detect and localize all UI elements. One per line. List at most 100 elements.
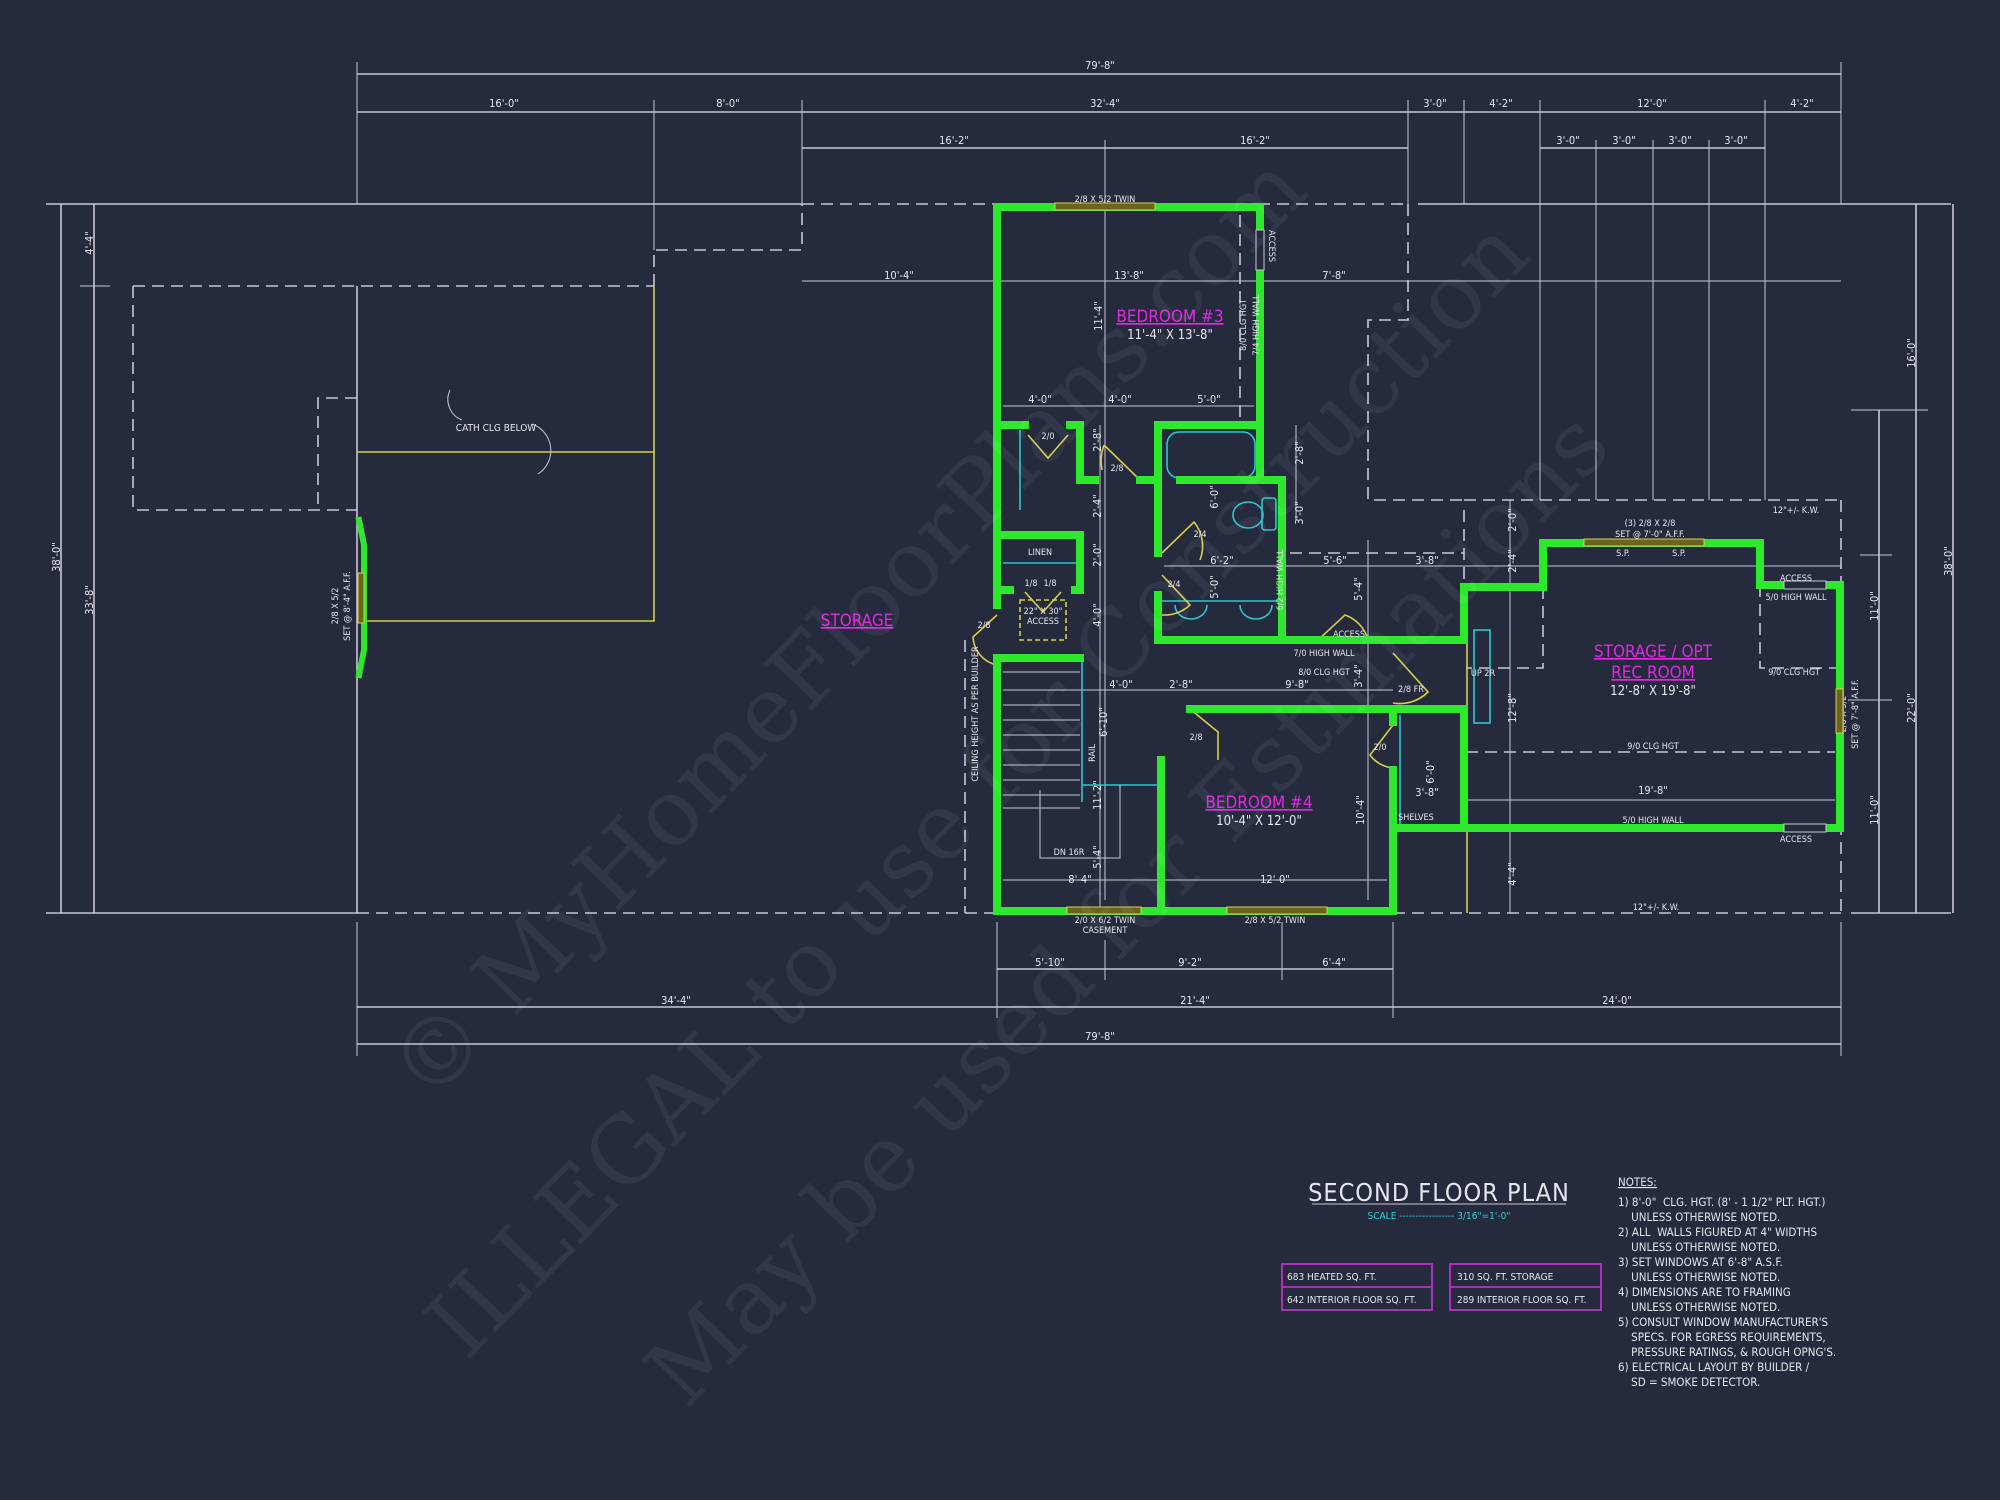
fixtures xyxy=(964,430,1491,913)
dim-label: 38'-0" xyxy=(50,542,63,572)
dim-label: 6'-10" xyxy=(1097,707,1110,737)
bedroom4-size: 10'-4" X 12'-0" xyxy=(1216,814,1302,829)
ceiling-label: 8/0 CLG HGT xyxy=(1239,299,1249,351)
notes-heading: NOTES: xyxy=(1618,1175,1657,1189)
wall-height-label: 5/0 HIGH WALL xyxy=(1622,816,1684,826)
access-label: ACCESS xyxy=(1780,574,1812,584)
dim-label: 9'-8" xyxy=(1285,678,1308,691)
attic-access-label: ACCESS xyxy=(1027,617,1059,627)
access-label: ACCESS xyxy=(1780,835,1812,845)
interior-dimension-labels: 10'-4" 13'-8" 7'-8" 11'-4" 4'-0" 4'-0" 5… xyxy=(884,269,1668,886)
shelves-label: SHELVES xyxy=(1398,813,1434,823)
window-label: 2/8 X 5/2 TWIN xyxy=(1075,195,1136,205)
door-label: 2/8 xyxy=(977,621,990,631)
door-label: 2/0 xyxy=(1041,432,1054,442)
note-line: 3) SET WINDOWS AT 6'-8" A.S.F. xyxy=(1618,1255,1783,1269)
walls xyxy=(993,202,1844,915)
dim-label: 12'-0" xyxy=(1260,873,1290,886)
sp-label: S.P. xyxy=(1616,549,1630,559)
dim-label: 34'-4" xyxy=(661,994,691,1007)
storage-label: STORAGE xyxy=(821,611,894,631)
door-label: 1/8 xyxy=(1024,579,1037,589)
window-label: CASEMENT xyxy=(1083,926,1128,936)
rec-room-size: 12'-8" X 19'-8" xyxy=(1610,684,1696,699)
dim-label: 32'-4" xyxy=(1090,97,1120,110)
ceiling-label: 8/0 CLG HGT xyxy=(1298,668,1350,678)
cath-clg-label: CATH CLG BELOW xyxy=(456,423,536,434)
dim-label: 2'-8" xyxy=(1091,428,1104,451)
dim-label: 5'-0" xyxy=(1208,575,1221,598)
dim-label: 6'-2" xyxy=(1210,554,1233,567)
dim-label: 2'-8" xyxy=(1293,441,1306,464)
note-line: 1) 8'-0" CLG. HGT. (8' - 1 1/2" PLT. HGT… xyxy=(1618,1195,1825,1209)
dim-label: 6'-0" xyxy=(1208,485,1221,508)
dim-label: 3'-4" xyxy=(1352,664,1365,687)
note-line: PRESSURE RATINGS, & ROUGH OPNG'S. xyxy=(1618,1345,1836,1359)
window-label: 2/8 X 5/2 xyxy=(331,588,341,625)
dim-label: 38'-0" xyxy=(1942,546,1955,576)
note-line: 4) DIMENSIONS ARE TO FRAMING xyxy=(1618,1285,1791,1299)
dim-label: 16'-0" xyxy=(1905,338,1918,368)
dim-label: 19'-8" xyxy=(1638,784,1668,797)
dim-label: 11'-4" xyxy=(1092,301,1105,331)
dim-label: 33'-8" xyxy=(83,585,96,615)
dim-label: 4'-0" xyxy=(1109,678,1132,691)
dim-label: 3'-0" xyxy=(1423,97,1446,110)
door-label: 2/4 xyxy=(1193,530,1206,540)
dim-bottom-overall: 79'-8" xyxy=(1085,1030,1115,1043)
storage-sqft: 310 SQ. FT. STORAGE xyxy=(1457,1272,1554,1283)
door-label: 2/8 xyxy=(1189,733,1202,743)
dim-top-overall: 79'-8" xyxy=(1085,59,1115,72)
dim-label: 2'-4" xyxy=(1506,549,1519,572)
attic-access-label: 22" X 30" xyxy=(1024,607,1063,617)
window-label: 2/8 X 5/2 TWIN xyxy=(1245,916,1306,926)
note-line: 2) ALL WALLS FIGURED AT 4" WIDTHS xyxy=(1618,1225,1817,1239)
dim-label: 10'-4" xyxy=(884,269,914,282)
dim-label: 12'-0" xyxy=(1637,97,1667,110)
dim-label: 22'-0" xyxy=(1905,693,1918,723)
title-block: SECOND FLOOR PLAN SCALE ----------------… xyxy=(1281,1178,1602,1311)
wall-height-label: 5/0 HIGH WALL xyxy=(1765,593,1827,603)
dim-label: 6'-0" xyxy=(1424,760,1437,783)
dim-label: 5'-10" xyxy=(1035,956,1065,969)
dim-label: 2'-4" xyxy=(1091,494,1104,517)
dim-label: 6'-4" xyxy=(1322,956,1345,969)
dim-label: 3'-8" xyxy=(1415,554,1438,567)
door-label: 2/8 xyxy=(1110,464,1123,474)
window-label: SET @ 7'-8" A.F.F. xyxy=(1851,679,1861,749)
note-line: 6) ELECTRICAL LAYOUT BY BUILDER / xyxy=(1618,1360,1810,1374)
rec-room-name-1: STORAGE / OPT xyxy=(1594,642,1713,662)
plan-title: SECOND FLOOR PLAN xyxy=(1308,1178,1570,1207)
dim-label: 5'-4" xyxy=(1091,845,1104,868)
dim-label: 2'-8" xyxy=(1169,678,1192,691)
dim-label: 5'-4" xyxy=(1352,577,1365,600)
interior-sqft: 642 INTERIOR FLOOR SQ. FT. xyxy=(1287,1295,1416,1306)
dim-label: 3'-0" xyxy=(1668,134,1691,147)
dim-label: 16'-2" xyxy=(939,134,969,147)
dim-label: 12'-8" xyxy=(1506,693,1519,723)
bedroom3-name: BEDROOM #3 xyxy=(1116,307,1223,327)
dim-label: 9'-2" xyxy=(1178,956,1201,969)
annotations: 2/8 X 5/2 TWIN ACCESS 8/0 CLG HGT 7/4 HI… xyxy=(971,195,1827,936)
door-label: 1/8 xyxy=(1043,579,1056,589)
ceiling-label: 9/0 CLG HGT xyxy=(1627,742,1679,752)
stair-up-label: UP 2R xyxy=(1471,669,1496,679)
dim-label: 11'-0" xyxy=(1868,795,1881,825)
dim-label: 4'-2" xyxy=(1489,97,1512,110)
knee-wall-label: 12"+/- K.W. xyxy=(1633,903,1679,913)
dim-label: 16'-0" xyxy=(489,97,519,110)
room-labels: BEDROOM #3 11'-4" X 13'-8" BEDROOM #4 10… xyxy=(1028,307,1713,829)
dim-label: 5'-0" xyxy=(1197,393,1220,406)
linen-label: LINEN xyxy=(1028,548,1052,558)
dim-label: 8'-0" xyxy=(716,97,739,110)
knee-wall-label: 12"+/- K.W. xyxy=(1773,506,1819,516)
stair-down-label: DN 16R xyxy=(1054,848,1085,858)
dim-label: 2'-0" xyxy=(1506,508,1519,531)
heated-sqft: 683 HEATED SQ. FT. xyxy=(1287,1272,1376,1283)
bedroom4-name: BEDROOM #4 xyxy=(1205,793,1312,813)
storage-interior-sqft: 289 INTERIOR FLOOR SQ. FT. xyxy=(1457,1295,1586,1306)
note-line: UNLESS OTHERWISE NOTED. xyxy=(1618,1240,1780,1254)
bottom-dimensions: 5'-10" 9'-2" 6'-4" 34'-4" 21'-4" 24'-0" … xyxy=(356,922,1842,1056)
rail-label: RAIL xyxy=(1088,744,1098,762)
